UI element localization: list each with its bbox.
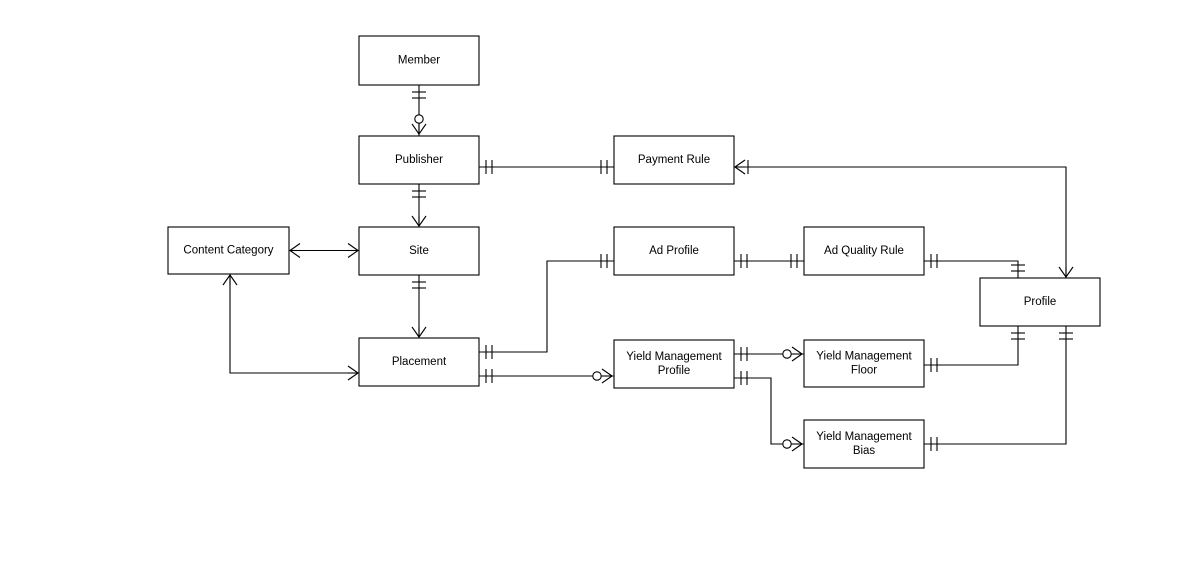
entity-box[interactable] [803,226,925,276]
entity-box[interactable] [803,339,925,388]
connector-adquality-profile [924,260,1019,278]
connector-ymfloor-profile [924,326,1019,366]
cardinality-adprofile-one [600,254,608,268]
cardinality-site-many-2 [347,243,359,258]
entity-contentcat[interactable]: Content Category [167,226,290,275]
cardinality-publisher-one [412,190,426,198]
entity-label: Bias [853,445,876,457]
connector-contentcategory-placement [229,274,359,374]
entity-label: Member [398,55,440,67]
cardinality-placement-one [485,345,493,359]
entity-site[interactable]: Site [358,226,480,276]
cardinality-placement-many-2 [347,365,359,381]
entity-box[interactable] [358,135,480,185]
cardinality-ymbias-zero-many [782,436,803,452]
entity-profile[interactable]: Profile [979,277,1101,327]
entity-label: Ad Quality Rule [824,245,904,257]
entity-box[interactable] [979,277,1101,327]
cardinality-ymprofile-one-2 [740,371,748,385]
connector-ymbias-profile [924,326,1067,445]
cardinality-ymbias-one [930,437,938,451]
entity-adprofile[interactable]: Ad Profile [613,226,735,276]
marker-layer [222,91,1074,452]
entity-box[interactable] [358,337,480,387]
entity-label: Yield Management [626,351,722,363]
cardinality-publisher-zero-many [411,114,427,135]
entity-box[interactable] [613,339,735,389]
entity-adquality[interactable]: Ad Quality Rule [803,226,925,276]
cardinality-publisher-one-2 [485,160,493,174]
entity-publisher[interactable]: Publisher [358,135,480,185]
entity-box[interactable] [803,419,925,469]
cardinality-adquality-one [790,254,798,268]
entity-paymentrule[interactable]: Payment Rule [613,135,735,185]
cardinality-ymfloor-one [930,358,938,372]
cardinality-contentcategory-many-2 [222,274,238,286]
entity-member[interactable]: Member [358,35,480,86]
cardinality-paymentrule-many [734,159,749,175]
entity-box[interactable] [358,226,480,276]
entity-box[interactable] [613,226,735,276]
entity-box[interactable] [358,35,480,86]
entity-label: Profile [1024,296,1057,308]
entity-placement[interactable]: Placement [358,337,480,387]
cardinality-site-many [411,215,427,227]
cardinality-profile-one-2 [1011,332,1025,340]
entity-label: Site [409,245,429,257]
entity-label: Publisher [395,154,443,166]
cardinality-site-one [412,281,426,289]
cardinality-adprofile-one-2 [740,254,748,268]
entity-label: Floor [851,365,877,377]
cardinality-ymfloor-zero-many [782,346,803,362]
connector-placement-adprofile [479,260,614,353]
cardinality-contentcategory-many [289,243,301,258]
cardinality-member-one [412,91,426,99]
cardinality-placement-one-2 [485,369,493,383]
entity-box[interactable] [613,135,735,185]
cardinality-profile-many [1058,266,1074,278]
cardinality-ymprofile-one [740,347,748,361]
entity-label: Payment Rule [638,154,710,166]
entity-label: Content Category [183,245,273,257]
cardinality-adquality-one-2 [930,254,938,268]
cardinality-profile-one [1011,264,1025,272]
entity-label: Profile [658,365,691,377]
entity-label: Placement [392,356,447,368]
entity-label: Ad Profile [649,245,699,257]
cardinality-placement-many [411,326,427,338]
connector-paymentrule-profile [734,166,1067,278]
entity-box[interactable] [167,226,290,275]
entity-label: Yield Management [816,351,912,363]
entity-label: Yield Management [816,431,912,443]
connector-ymprofile-ymbias [734,377,804,445]
cardinality-profile-one-3 [1059,332,1073,340]
cardinality-paymentrule-one [600,160,608,174]
cardinality-ymprofile-zero-many [592,368,613,384]
